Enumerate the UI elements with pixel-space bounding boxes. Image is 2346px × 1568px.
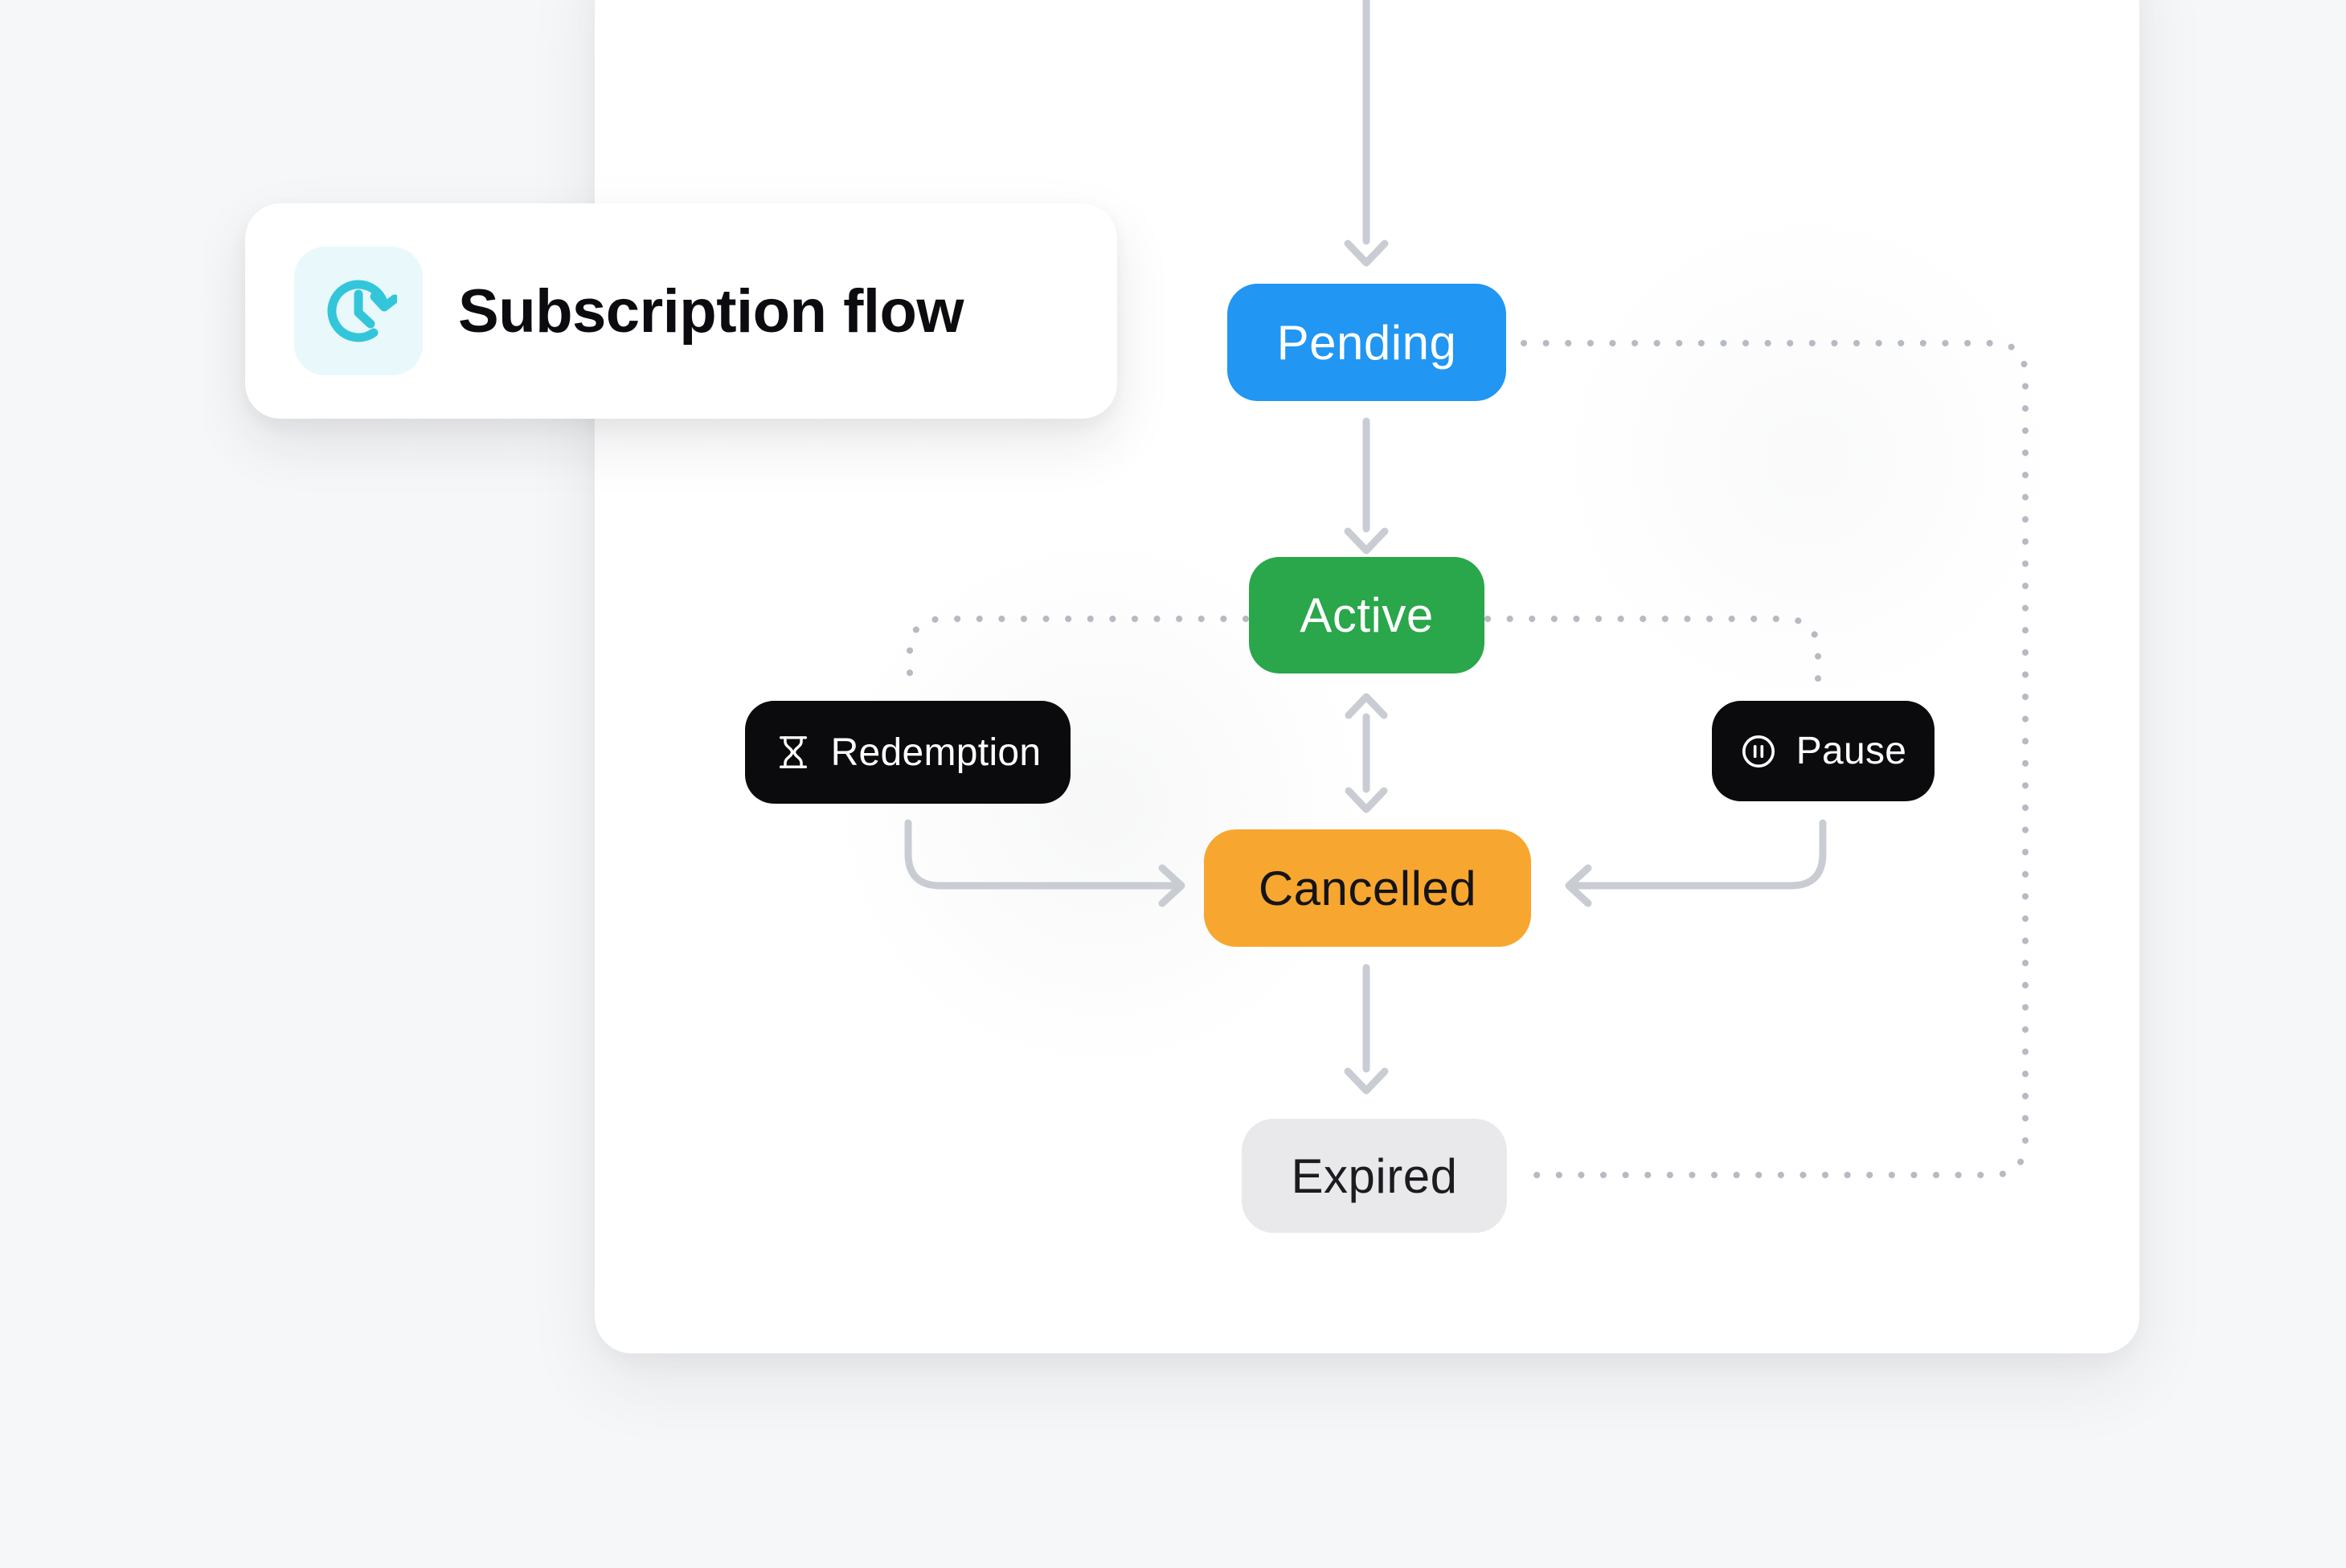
- node-cancelled: Cancelled: [1204, 829, 1531, 947]
- node-active: Active: [1249, 557, 1484, 673]
- badge-label: Redemption: [830, 731, 1042, 774]
- diagram-title: Subscription flow: [458, 276, 964, 346]
- clock-history-icon: [294, 247, 423, 375]
- node-expired: Expired: [1242, 1119, 1507, 1233]
- badge-label: Pause: [1795, 730, 1907, 772]
- pause-circle-icon: [1740, 733, 1777, 770]
- badge-pause: Pause: [1712, 701, 1935, 801]
- node-pending: Pending: [1227, 284, 1506, 401]
- hourglass-icon: [775, 734, 812, 771]
- title-card: Subscription flow: [245, 203, 1117, 419]
- badge-redemption: Redemption: [745, 701, 1071, 804]
- decorative-blob: [731, 434, 1471, 1173]
- decorative-blob: [1463, 113, 2154, 804]
